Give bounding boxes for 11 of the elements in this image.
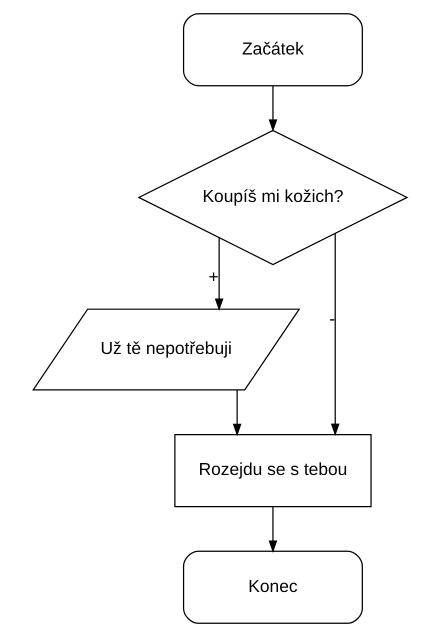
node-box: Rozejdu se s tebou — [174, 434, 372, 508]
node-box: Konec — [182, 550, 362, 624]
edge-label: + — [208, 266, 218, 286]
edge-label: - — [328, 308, 335, 328]
arrow — [214, 238, 223, 311]
node-box: Začátek — [182, 13, 362, 86]
arrow — [268, 86, 277, 132]
node-diamond: Koupíš mi kožich? — [136, 130, 408, 266]
arrow — [268, 506, 277, 553]
arrow — [330, 234, 340, 436]
arrow — [232, 390, 241, 436]
